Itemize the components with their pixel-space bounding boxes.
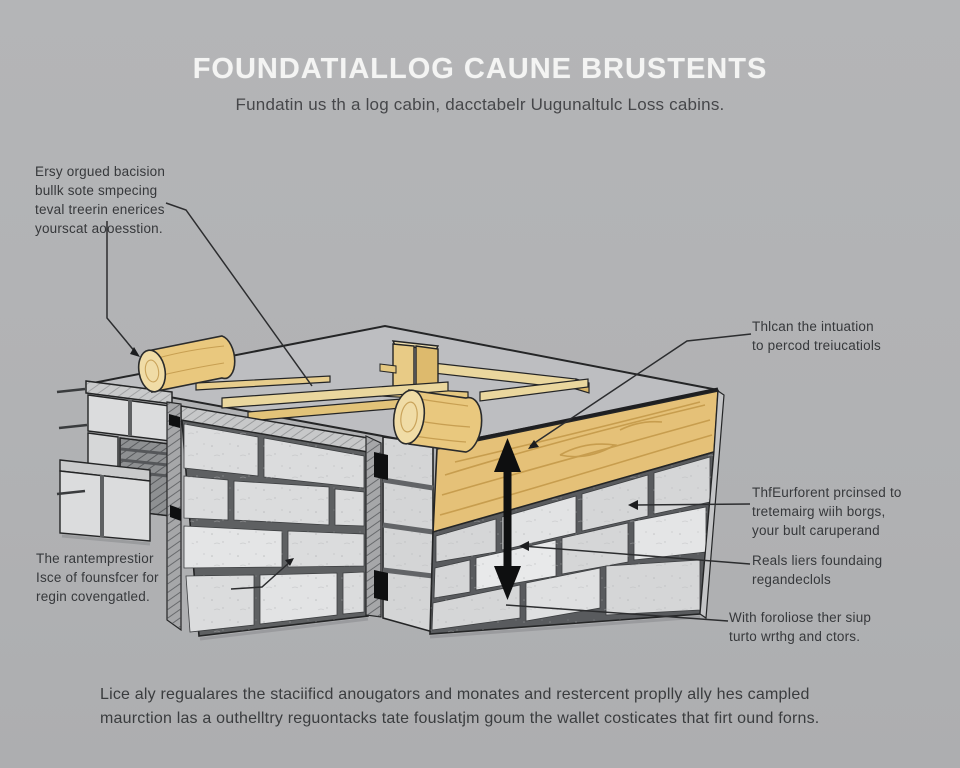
- leader-arrowheads: [130, 347, 638, 566]
- callout-top-left: Ersy orgued bacision bullk sote smpecing…: [35, 164, 166, 236]
- leader-right-3: [521, 545, 751, 565]
- callout-leader-lines: [106, 202, 752, 622]
- round-log-center: [392, 389, 483, 453]
- leader-left: [230, 560, 292, 590]
- callout-right-3: Reals liers foundaing regandeclols: [752, 553, 883, 587]
- footer-caption: Lice aly regualares the staciificd anoug…: [100, 686, 820, 727]
- callout-right-1: Thlcan the intuation to percod treiucati…: [752, 319, 881, 353]
- diagram-subtitle: Fundatin us th a log cabin, dacctabelr U…: [235, 95, 725, 114]
- leader-top-left-a: [165, 202, 313, 387]
- callout-right-4: With foroliose ther siup turto wrthg and…: [729, 610, 872, 644]
- left-cutaway-footing: [59, 380, 173, 542]
- height-dimension-arrow: [494, 438, 521, 600]
- wood-peg: [379, 363, 397, 374]
- callout-right-2: ThfEurforent prcinsed to tretemairg wiih…: [752, 485, 902, 538]
- callout-left: The rantemprestior Isce of founsfcer for…: [36, 551, 159, 604]
- leader-right-1: [529, 333, 752, 447]
- leader-right-2: [629, 503, 751, 506]
- front-concrete-block-wall: [180, 405, 369, 637]
- round-log-left: [137, 335, 236, 393]
- dimension-dashes: [56, 387, 88, 496]
- diagram-title: FOUNDATIALLOG CAUNE BRUSTENTS: [192, 53, 768, 85]
- anchor-marks: [169, 414, 388, 601]
- leader-right-4: [505, 604, 729, 622]
- leader-top-left-b: [106, 221, 137, 354]
- support-post: [391, 340, 440, 391]
- ground-shadow: [61, 534, 701, 641]
- corner-block-column: [382, 436, 434, 634]
